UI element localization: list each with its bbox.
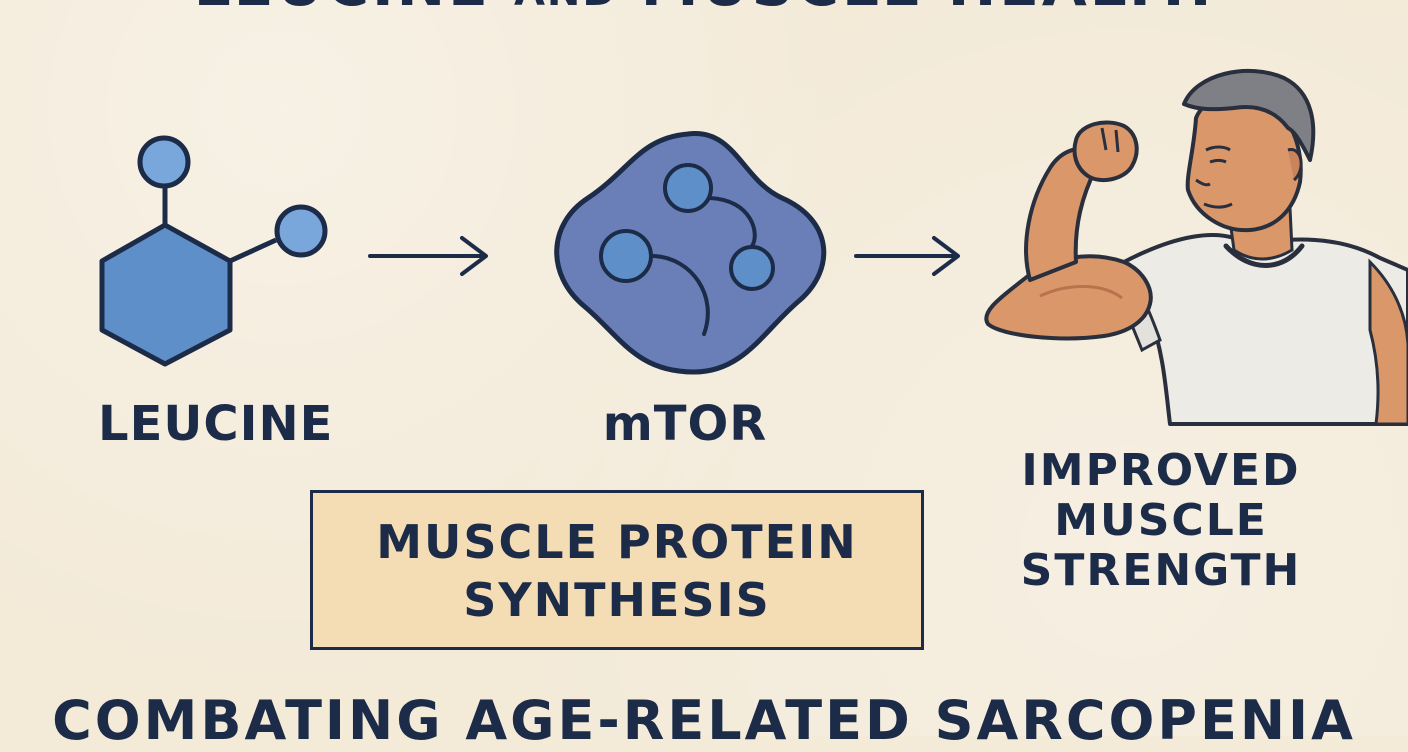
process-line-1: MUSCLE PROTEIN — [376, 515, 858, 569]
outcome-line-2: MUSCLE — [1054, 495, 1268, 546]
page-title: LEUCINE AND MUSCLE HEALTH — [0, 0, 1408, 14]
outcome-line-3: STRENGTH — [1020, 545, 1302, 596]
title-connector: AND — [514, 0, 618, 15]
outcome-line-1: IMPROVED — [1021, 445, 1301, 496]
arrow-right-icon — [368, 236, 488, 276]
title-leucine: LEUCINE — [194, 0, 491, 19]
mtor-label: mTOR — [602, 396, 768, 452]
title-muscle-health: MUSCLE HEALTH — [641, 0, 1214, 19]
molecule-icon — [99, 135, 328, 367]
arrow-right-icon — [854, 236, 960, 276]
process-line-2: SYNTHESIS — [463, 573, 771, 627]
footer-title: COMBATING AGE-RELATED SARCOPENIA — [52, 689, 1356, 752]
diagram-graphics — [99, 68, 1408, 426]
mtor-protein-icon — [554, 131, 827, 375]
protein-synthesis-box: MUSCLE PROTEIN SYNTHESIS — [310, 490, 924, 650]
flexing-man-illustration — [984, 68, 1408, 426]
leucine-label: LEUCINE — [98, 396, 334, 452]
outcome-label: IMPROVED MUSCLE STRENGTH — [1006, 446, 1316, 596]
